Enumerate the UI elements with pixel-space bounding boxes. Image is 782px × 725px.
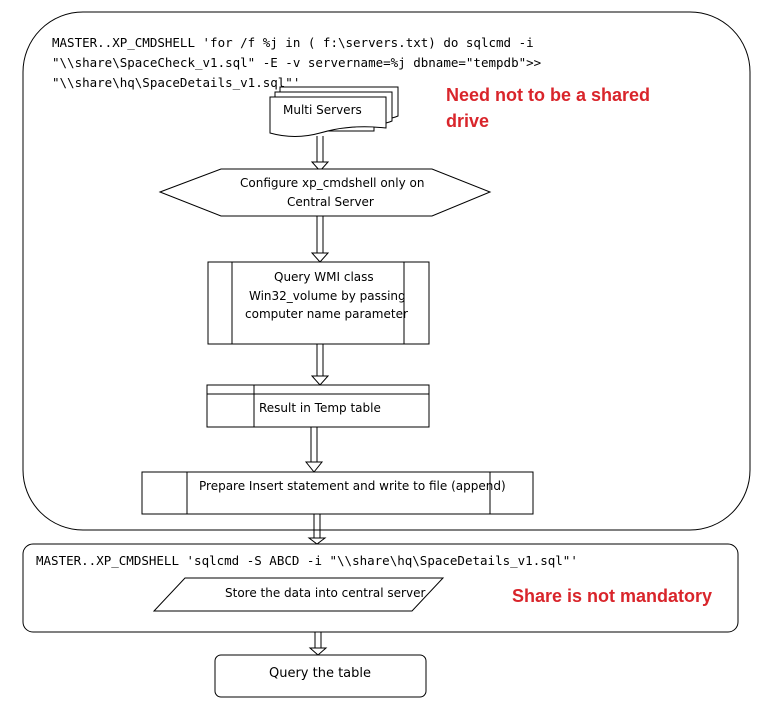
shared-drive-note-line-2: drive bbox=[446, 111, 489, 131]
connector-4 bbox=[304, 427, 324, 473]
query-wmi-label-line-2: Win32_volume by passing bbox=[249, 289, 406, 303]
query-wmi-label-line-1: Query WMI class bbox=[274, 270, 374, 284]
bottom-command: MASTER..XP_CMDSHELL 'sqlcmd -S ABCD -i "… bbox=[36, 553, 578, 568]
connector-2 bbox=[310, 216, 330, 263]
top-command-line-2: "\\share\SpaceCheck_v1.sql" -E -v server… bbox=[52, 55, 541, 70]
configure-label-line-2: Central Server bbox=[287, 195, 374, 209]
multi-servers-label: Multi Servers bbox=[283, 103, 362, 117]
prepare-insert-node: Prepare Insert statement and write to fi… bbox=[141, 471, 534, 515]
connector-3 bbox=[310, 344, 330, 386]
store-data-label: Store the data into central server bbox=[225, 586, 425, 600]
query-table-node: Query the table bbox=[214, 654, 427, 698]
connector-1 bbox=[310, 136, 330, 172]
configure-label-line-1: Configure xp_cmdshell only on bbox=[240, 176, 424, 190]
shared-drive-note-line-1: Need not to be a shared bbox=[446, 85, 650, 105]
connector-6 bbox=[308, 632, 328, 656]
query-wmi-node: Query WMI class Win32_volume by passing … bbox=[207, 261, 430, 345]
query-wmi-label-line-3: computer name parameter bbox=[245, 307, 408, 321]
connector-5 bbox=[307, 514, 327, 545]
result-temp-node: Result in Temp table bbox=[206, 384, 430, 428]
top-command-line-1: MASTER..XP_CMDSHELL 'for /f %j in ( f:\s… bbox=[52, 35, 534, 50]
top-command-line-3: "\\share\hq\SpaceDetails_v1.sql"' bbox=[52, 75, 300, 90]
query-table-label: Query the table bbox=[269, 666, 371, 681]
prepare-insert-label: Prepare Insert statement and write to fi… bbox=[199, 479, 506, 493]
multi-servers-node: Multi Servers bbox=[269, 86, 399, 137]
result-temp-label: Result in Temp table bbox=[259, 401, 381, 415]
store-data-node: Store the data into central server bbox=[152, 577, 445, 612]
configure-node: Configure xp_cmdshell only on Central Se… bbox=[158, 168, 492, 217]
share-not-mandatory-note: Share is not mandatory bbox=[512, 586, 712, 606]
